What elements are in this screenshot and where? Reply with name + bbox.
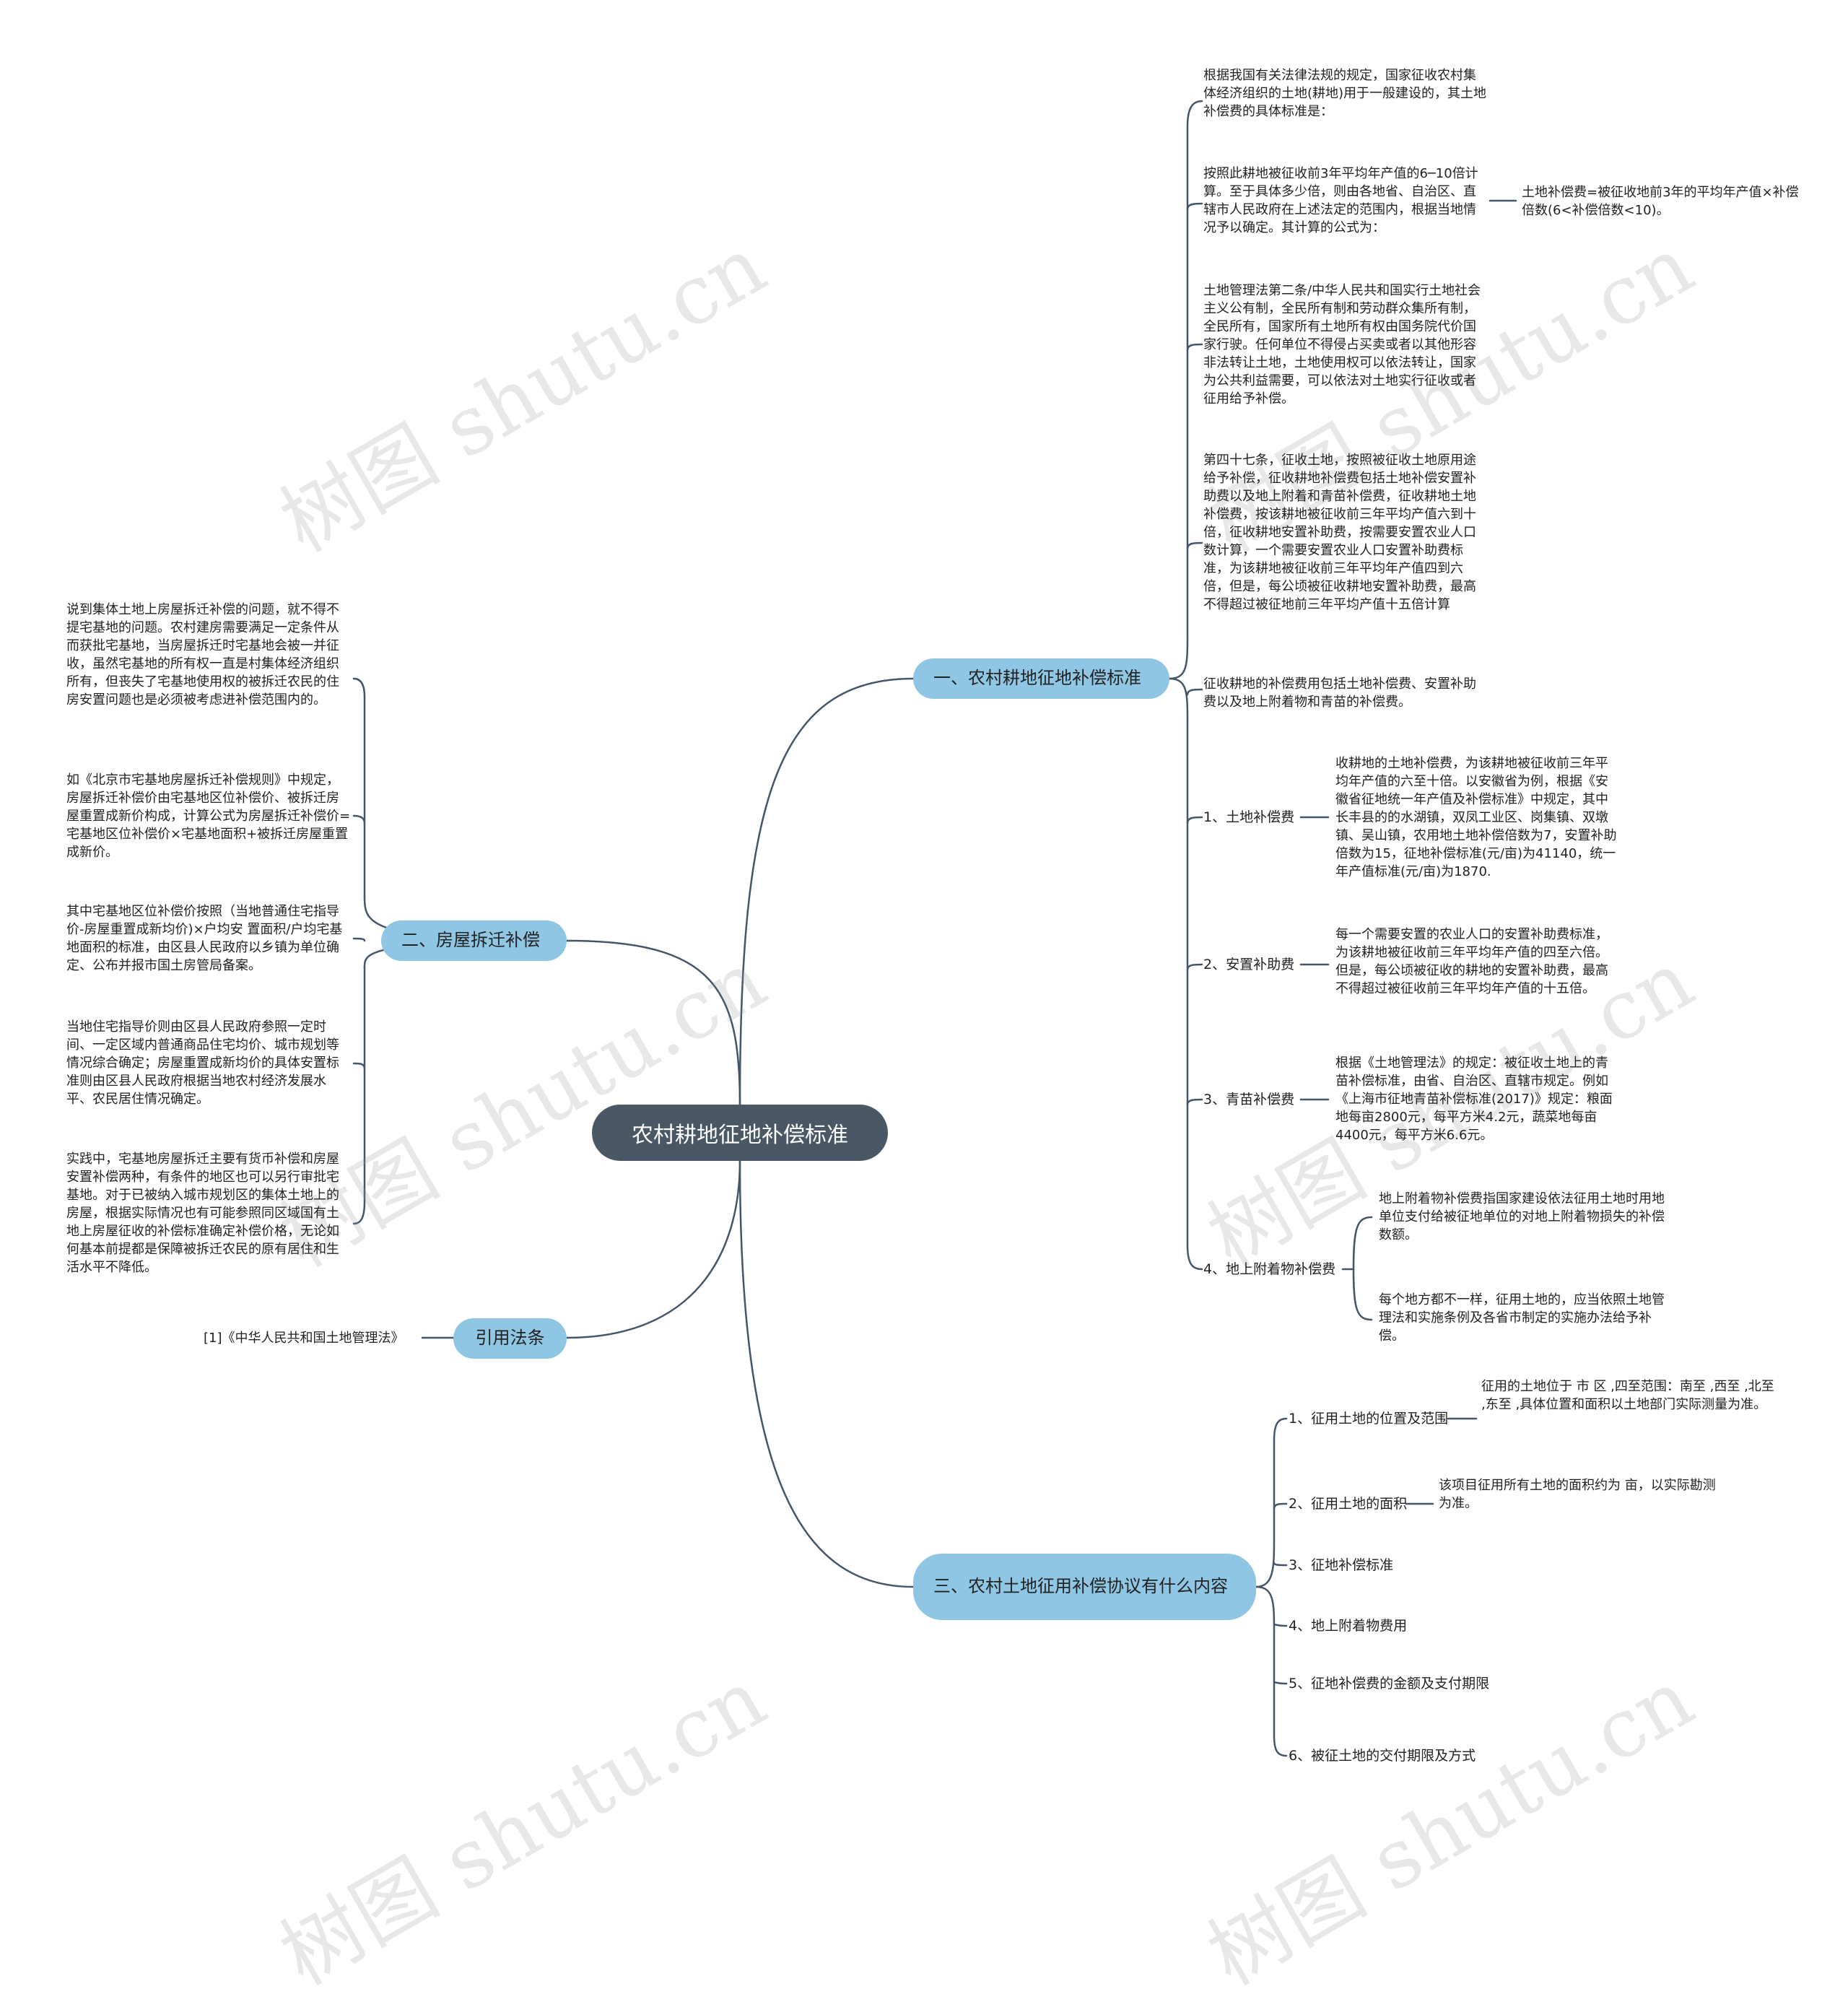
connector-lines bbox=[352, 100, 1517, 1757]
branch-house-demolition-compensation[interactable]: 二、房屋拆迁补偿 bbox=[381, 920, 567, 961]
b2-text-beijing-rules: 如《北京市宅基地房屋拆迁补偿规则》中规定，房屋拆迁补偿价由宅基地区位补偿价、被拆… bbox=[66, 772, 351, 860]
b4-item-location-range[interactable]: 1、征用土地的位置及范围 bbox=[1289, 1411, 1449, 1427]
b1-sub-resettlement-subsidy[interactable]: 2、安置补助费 bbox=[1203, 957, 1295, 972]
b1-text-land-law-article-2: 土地管理法第二条/中华人民共和国实行土地社会主义公有制，全民所有制和劳动群众集所… bbox=[1203, 283, 1481, 406]
b2-text-practice: 实践中，宅基地房屋拆迁主要有货币补偿和房屋安置补偿两种，有条件的地区也可以另行审… bbox=[66, 1151, 339, 1275]
b1-sub-crop-compensation-text: 根据《土地管理法》的规定：被征收土地上的青苗补偿标准，由省、自治区、直辖市规定。… bbox=[1335, 1055, 1613, 1143]
root-topic[interactable]: 农村耕地征地补偿标准 bbox=[592, 1105, 888, 1161]
wire-root-b3 bbox=[565, 1159, 741, 1339]
b1-text-fee-components: 征收耕地的补偿费用包括土地补偿费、安置补助费以及地上附着物和青苗的补偿费。 bbox=[1203, 676, 1476, 710]
branch-cited-law[interactable]: 引用法条 bbox=[453, 1318, 567, 1359]
b1-text-legal-basis: 根据我国有关法律法规的规定，国家征收农村集体经济组织的土地(耕地)用于一般建设的… bbox=[1203, 68, 1487, 119]
b4-item-amount-deadline[interactable]: 5、征地补偿费的金额及支付期限 bbox=[1289, 1676, 1490, 1692]
b1-text-multiplier: 按照此耕地被征收前3年平均年产值的6─10倍计算。至于具体多少倍，则由各地省、自… bbox=[1203, 166, 1478, 235]
branch-land-acquisition-agreement[interactable]: 三、农村土地征用补偿协议有什么内容 bbox=[913, 1554, 1256, 1620]
wire-root-b1 bbox=[738, 677, 915, 1106]
b1-sub-land-compensation[interactable]: 1、土地补偿费 bbox=[1203, 809, 1295, 825]
b1-sub-attachment-text-2: 每个地方都不一样，征用土地的，应当依照土地管理法和实施条例及各省市制定的实施办法… bbox=[1379, 1292, 1665, 1344]
wire-root-b2 bbox=[565, 939, 741, 1106]
b1-sub-attachment-text-1: 地上附着物补偿费指国家建设依法征用土地时用地单位支付给被征地单位的对地上附着物损… bbox=[1379, 1191, 1665, 1242]
b4-item-standard[interactable]: 3、征地补偿标准 bbox=[1289, 1557, 1394, 1573]
b4-item-attachment-fee[interactable]: 4、地上附着物费用 bbox=[1289, 1618, 1408, 1634]
wire-b1-bracket bbox=[1168, 100, 1203, 680]
b1-sub-land-compensation-text: 收耕地的土地补偿费，为该耕地被征收前三年平均年产值的六至十倍。以安徽省为例，根据… bbox=[1335, 756, 1617, 879]
b2-text-guide-price: 当地住宅指导价则由区县人民政府参照一定时间、一定区域内普通商品住宅均价、城市规划… bbox=[66, 1019, 339, 1107]
b3-law-reference[interactable]: [1]《中华人民共和国土地管理法》 bbox=[204, 1331, 404, 1346]
b4-item-location-range-text: 征用的土地位于 市 区 ,四至范围：南至 ,西至 ,北至 ,东至 ,具体位置和面… bbox=[1481, 1379, 1774, 1412]
b4-item-area[interactable]: 2、征用土地的面积 bbox=[1289, 1496, 1408, 1512]
branch-rural-farmland-compensation[interactable]: 一、农村耕地征地补偿标准 bbox=[913, 658, 1169, 699]
b1-text-formula: 土地补偿费=被征收地前3年的平均年产值×补偿倍数(6<补偿倍数<10)。 bbox=[1522, 185, 1799, 218]
wire-b2-bracket bbox=[352, 677, 568, 942]
b4-item-delivery[interactable]: 6、被征土地的交付期限及方式 bbox=[1289, 1748, 1476, 1764]
b1-sub-resettlement-subsidy-text: 每一个需要安置的农业人口的安置补助费标准，为该耕地被征收前三年平均年产值的四至六… bbox=[1335, 927, 1608, 996]
b1-sub-crop-compensation[interactable]: 3、青苗补偿费 bbox=[1203, 1092, 1295, 1107]
b4-item-area-text: 该项目征用所有土地的面积约为 亩，以实际勘测为准。 bbox=[1439, 1478, 1716, 1511]
b1-sub-attachment-compensation[interactable]: 4、地上附着物补偿费 bbox=[1203, 1261, 1336, 1277]
wire-root-b4 bbox=[738, 1159, 915, 1588]
b2-text-homestead-issue: 说到集体土地上房屋拆迁补偿的问题，就不得不提宅基地的问题。农村建房需要满足一定条… bbox=[66, 602, 339, 708]
b1-text-article-47: 第四十七条，征收土地，按照被征收土地原用途给予补偿，征收耕地补偿费包括土地补偿安… bbox=[1203, 453, 1476, 612]
wire-b4-bracket bbox=[1255, 1417, 1288, 1588]
b2-text-location-price: 其中宅基地区位补偿价按照（当地普通住宅指导价-房屋重置成新均价)×户均安 置面积… bbox=[66, 904, 343, 973]
